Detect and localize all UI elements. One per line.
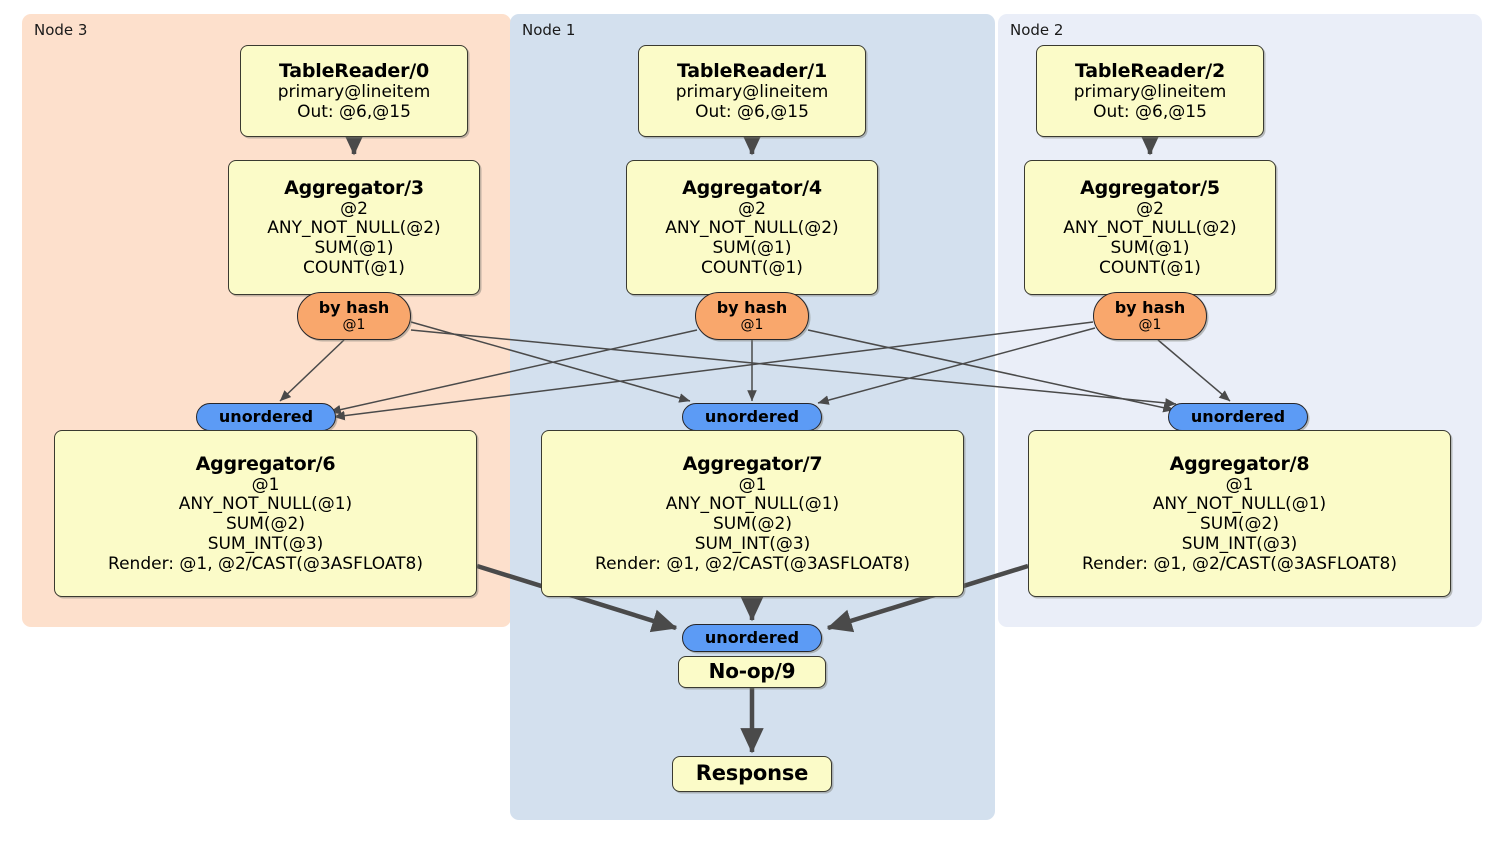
node-detail-line: SUM_INT(@3) bbox=[207, 533, 324, 554]
node-title: TableReader/1 bbox=[676, 59, 828, 82]
node-detail-line: SUM_INT(@3) bbox=[694, 533, 811, 554]
synchronizer-node-unordered-8[interactable]: unordered bbox=[1168, 403, 1308, 431]
process-node-noop-9[interactable]: No-op/9 bbox=[678, 656, 826, 688]
node-title: Aggregator/6 bbox=[195, 452, 336, 475]
node-render-line: Render: @1, @2/CAST(@3ASFLOAT8) bbox=[595, 553, 910, 574]
node-detail-line: ANY_NOT_NULL(@2) bbox=[1063, 218, 1237, 239]
synchronizer-node-unordered-final[interactable]: unordered bbox=[682, 624, 822, 652]
node-title: Aggregator/4 bbox=[682, 176, 822, 199]
node-detail-line: @1 bbox=[738, 474, 767, 495]
node-title: No-op/9 bbox=[708, 658, 796, 683]
node-detail-line: ANY_NOT_NULL(@1) bbox=[178, 494, 353, 515]
node-panel-label-node3: Node 3 bbox=[34, 21, 88, 39]
synchronizer-node-unordered-7[interactable]: unordered bbox=[682, 403, 822, 431]
node-detail-line: ANY_NOT_NULL(@1) bbox=[1152, 494, 1327, 515]
node-detail-line: primary@lineitem bbox=[1073, 81, 1227, 102]
node-title: Aggregator/3 bbox=[284, 176, 424, 199]
router-detail-line: @1 bbox=[1138, 317, 1162, 334]
node-detail-line: primary@lineitem bbox=[675, 81, 829, 102]
node-detail-line: Out: @6,@15 bbox=[1093, 101, 1207, 122]
node-detail-line: ANY_NOT_NULL(@2) bbox=[665, 218, 839, 239]
node-detail-line: @1 bbox=[251, 474, 280, 495]
synchronizer-node-unordered-6[interactable]: unordered bbox=[196, 403, 336, 431]
node-title: Aggregator/7 bbox=[682, 452, 823, 475]
node-panel-label-node1: Node 1 bbox=[522, 21, 576, 39]
router-node-by-hash-5[interactable]: by hash @1 bbox=[1093, 292, 1207, 340]
node-detail-line: @2 bbox=[738, 198, 766, 219]
node-detail-line: Out: @6,@15 bbox=[297, 101, 411, 122]
node-render-line: Render: @1, @2/CAST(@3ASFLOAT8) bbox=[108, 553, 423, 574]
router-node-by-hash-3[interactable]: by hash @1 bbox=[297, 292, 411, 340]
node-detail-line: COUNT(@1) bbox=[303, 257, 405, 278]
node-detail-line: @1 bbox=[1225, 474, 1254, 495]
process-node-tablereader-2[interactable]: TableReader/2 primary@lineitem Out: @6,@… bbox=[1036, 45, 1264, 137]
node-detail-line: ANY_NOT_NULL(@1) bbox=[665, 494, 840, 515]
node-detail-line: SUM_INT(@3) bbox=[1181, 533, 1298, 554]
router-detail-line: @1 bbox=[740, 317, 764, 334]
synchronizer-title: unordered bbox=[1190, 406, 1286, 426]
node-render-line: Render: @1, @2/CAST(@3ASFLOAT8) bbox=[1082, 553, 1397, 574]
process-node-aggregator-6[interactable]: Aggregator/6 @1 ANY_NOT_NULL(@1) SUM(@2)… bbox=[54, 430, 477, 597]
process-node-aggregator-8[interactable]: Aggregator/8 @1 ANY_NOT_NULL(@1) SUM(@2)… bbox=[1028, 430, 1451, 597]
node-detail-line: Out: @6,@15 bbox=[695, 101, 809, 122]
node-detail-line: SUM(@2) bbox=[1200, 514, 1279, 535]
node-detail-line: COUNT(@1) bbox=[701, 257, 803, 278]
node-detail-line: SUM(@1) bbox=[314, 238, 394, 259]
node-title: TableReader/0 bbox=[278, 59, 430, 82]
process-node-aggregator-4[interactable]: Aggregator/4 @2 ANY_NOT_NULL(@2) SUM(@1)… bbox=[626, 160, 878, 295]
node-detail-line: SUM(@1) bbox=[712, 238, 792, 259]
node-detail-line: SUM(@2) bbox=[713, 514, 792, 535]
node-panel-label-node2: Node 2 bbox=[1010, 21, 1064, 39]
node-title: Aggregator/8 bbox=[1169, 452, 1310, 475]
process-node-aggregator-7[interactable]: Aggregator/7 @1 ANY_NOT_NULL(@1) SUM(@2)… bbox=[541, 430, 964, 597]
node-detail-line: ANY_NOT_NULL(@2) bbox=[267, 218, 441, 239]
process-node-response[interactable]: Response bbox=[672, 756, 832, 792]
node-detail-line: SUM(@1) bbox=[1110, 238, 1190, 259]
process-node-aggregator-5[interactable]: Aggregator/5 @2 ANY_NOT_NULL(@2) SUM(@1)… bbox=[1024, 160, 1276, 295]
router-detail-line: @1 bbox=[342, 317, 366, 334]
router-node-by-hash-4[interactable]: by hash @1 bbox=[695, 292, 809, 340]
node-title: Aggregator/5 bbox=[1080, 176, 1220, 199]
node-detail-line: @2 bbox=[1136, 198, 1164, 219]
router-title: by hash bbox=[318, 297, 390, 317]
process-node-tablereader-0[interactable]: TableReader/0 primary@lineitem Out: @6,@… bbox=[240, 45, 468, 137]
node-detail-line: COUNT(@1) bbox=[1099, 257, 1201, 278]
router-title: by hash bbox=[1114, 297, 1186, 317]
synchronizer-title: unordered bbox=[704, 406, 800, 426]
synchronizer-title: unordered bbox=[218, 406, 314, 426]
process-node-aggregator-3[interactable]: Aggregator/3 @2 ANY_NOT_NULL(@2) SUM(@1)… bbox=[228, 160, 480, 295]
synchronizer-title: unordered bbox=[704, 627, 800, 647]
node-detail-line: primary@lineitem bbox=[277, 81, 431, 102]
router-title: by hash bbox=[716, 297, 788, 317]
node-title: Response bbox=[695, 761, 809, 786]
node-title: TableReader/2 bbox=[1074, 59, 1226, 82]
node-detail-line: @2 bbox=[340, 198, 368, 219]
process-node-tablereader-1[interactable]: TableReader/1 primary@lineitem Out: @6,@… bbox=[638, 45, 866, 137]
node-detail-line: SUM(@2) bbox=[226, 514, 305, 535]
